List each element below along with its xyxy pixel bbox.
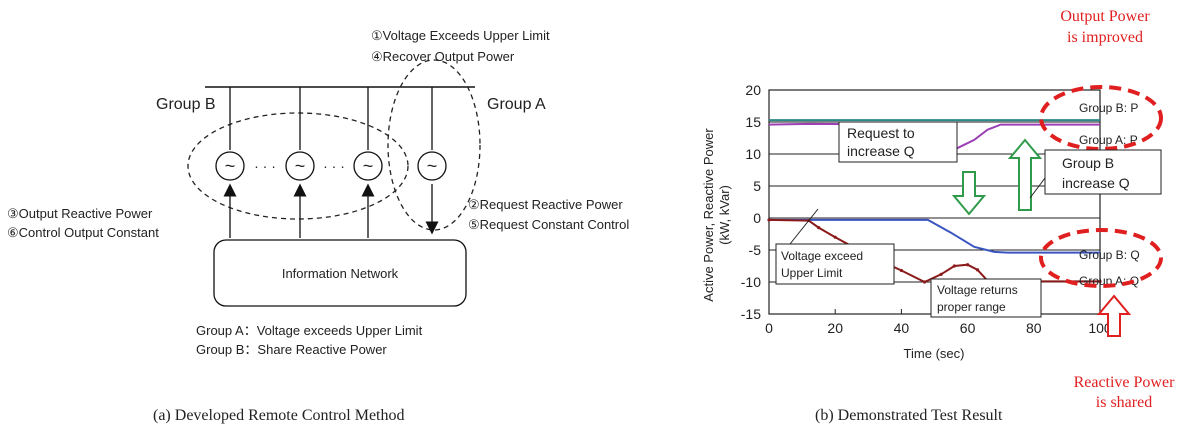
- series-label-group-b-p: Group B: P: [1079, 101, 1138, 115]
- annotation-reactive-line1: Reactive Power: [1074, 374, 1176, 391]
- generator-icon: ~: [353, 151, 383, 181]
- step-1-label: ①Voltage Exceeds Upper Limit: [371, 28, 550, 43]
- y-tick-label: 15: [745, 114, 761, 130]
- step-6-label: ⑥Control Output Constant: [7, 225, 159, 240]
- ellipsis-dots: · · ·: [254, 158, 276, 174]
- step-2-label: ②Request Reactive Power: [468, 197, 623, 212]
- group-a-label: Group A: [487, 96, 546, 113]
- green-down-arrow: [951, 171, 987, 216]
- callout-leader: [1029, 177, 1046, 199]
- caption-a: (a) Developed Remote Control Method: [153, 407, 405, 424]
- y-tick-label: 5: [753, 178, 761, 194]
- callout-leader: [789, 208, 819, 245]
- remote-control-diagram: ~ ~ ~ ~ · · · · · · Information Network …: [7, 28, 629, 424]
- x-tick-label: 20: [827, 320, 843, 336]
- ellipsis-dots: · · ·: [323, 158, 345, 174]
- data-point: [833, 235, 837, 239]
- y-tick-label: 0: [753, 210, 761, 226]
- x-tick-label: 60: [960, 320, 976, 336]
- data-point: [939, 272, 943, 276]
- callout-group-b-line2: increase Q: [1062, 175, 1130, 191]
- caption-b: (b) Demonstrated Test Result: [815, 407, 1003, 424]
- data-point: [975, 268, 980, 272]
- series-label-group-b-q: Group B: Q: [1079, 248, 1140, 262]
- group-b-ellipse: [187, 112, 409, 220]
- information-network-box: [213, 239, 467, 307]
- annotation-output-power-line2: is improved: [1067, 29, 1143, 46]
- data-point: [767, 218, 771, 222]
- callout-voltage-exceed-line1: Voltage exceed: [781, 249, 863, 263]
- y-tick-label: -5: [749, 242, 762, 258]
- annotation-output-power-line1: Output Power: [1060, 8, 1150, 25]
- svg-text:~: ~: [427, 156, 438, 176]
- series-label-group-a-p: Group A: P: [1079, 133, 1138, 147]
- x-tick-label: 100: [1088, 320, 1112, 336]
- data-point: [922, 280, 927, 284]
- callout-request-box: [838, 121, 958, 163]
- data-point: [952, 264, 956, 268]
- callout-request-line1: Request to: [847, 125, 915, 141]
- highlight-ellipse-power: [1039, 85, 1163, 151]
- data-point: [899, 268, 904, 273]
- step-3-label: ③Output Reactive Power: [7, 206, 153, 221]
- x-tick-label: 0: [765, 320, 773, 336]
- data-point: [966, 263, 970, 267]
- data-point: [1098, 279, 1102, 283]
- generator-icon: ~: [215, 151, 245, 181]
- x-axis-label: Time (sec): [904, 346, 965, 361]
- x-tick-label: 40: [894, 320, 910, 336]
- annotation-reactive-line2: is shared: [1096, 394, 1152, 411]
- data-point: [817, 226, 821, 230]
- test-result-chart: Active Power, Reactive Power (kW, kVar) …: [701, 8, 1175, 424]
- callout-voltage-exceed-line2: Upper Limit: [781, 266, 843, 280]
- network-label: Information Network: [282, 266, 399, 281]
- callout-group-b-box: [1044, 149, 1162, 195]
- step-5-label: ⑤Request Constant Control: [468, 217, 629, 232]
- callout-voltage-returns-box: [930, 278, 1042, 318]
- y-tick-label: 20: [745, 82, 761, 98]
- highlight-ellipse-reactive: [1039, 228, 1163, 288]
- callout-voltage-returns-line1: Voltage returns: [937, 283, 1018, 297]
- generator-icon: ~: [417, 151, 447, 181]
- green-up-arrow: [1007, 138, 1043, 211]
- callout-voltage-returns-line2: proper range: [937, 300, 1006, 314]
- svg-text:~: ~: [225, 156, 236, 176]
- group-b-label: Group B: [156, 96, 216, 113]
- callout-voltage-exceed-box: [775, 243, 895, 285]
- y-axis-label-line2: (kW, kVar): [717, 185, 732, 245]
- x-tick-label: 80: [1026, 320, 1042, 336]
- y-tick-label: 10: [745, 146, 761, 162]
- legend-group-a: Group A：Voltage exceeds Upper Limit: [196, 323, 423, 338]
- y-tick-label: -10: [741, 274, 761, 290]
- red-up-arrow: [1096, 294, 1132, 337]
- y-tick-label: -15: [741, 306, 761, 322]
- callout-request-line2: increase Q: [847, 143, 915, 159]
- group-a-ellipse: [387, 59, 481, 231]
- svg-text:~: ~: [295, 156, 306, 176]
- y-axis-label-line1: Active Power, Reactive Power: [701, 128, 716, 302]
- legend-group-b: Group B：Share Reactive Power: [196, 342, 387, 357]
- step-4-label: ④Recover Output Power: [371, 49, 515, 64]
- generator-icon: ~: [285, 151, 315, 181]
- callout-group-b-line1: Group B: [1062, 155, 1114, 171]
- series-line-group-b-q: [769, 218, 1100, 254]
- svg-text:~: ~: [363, 156, 374, 176]
